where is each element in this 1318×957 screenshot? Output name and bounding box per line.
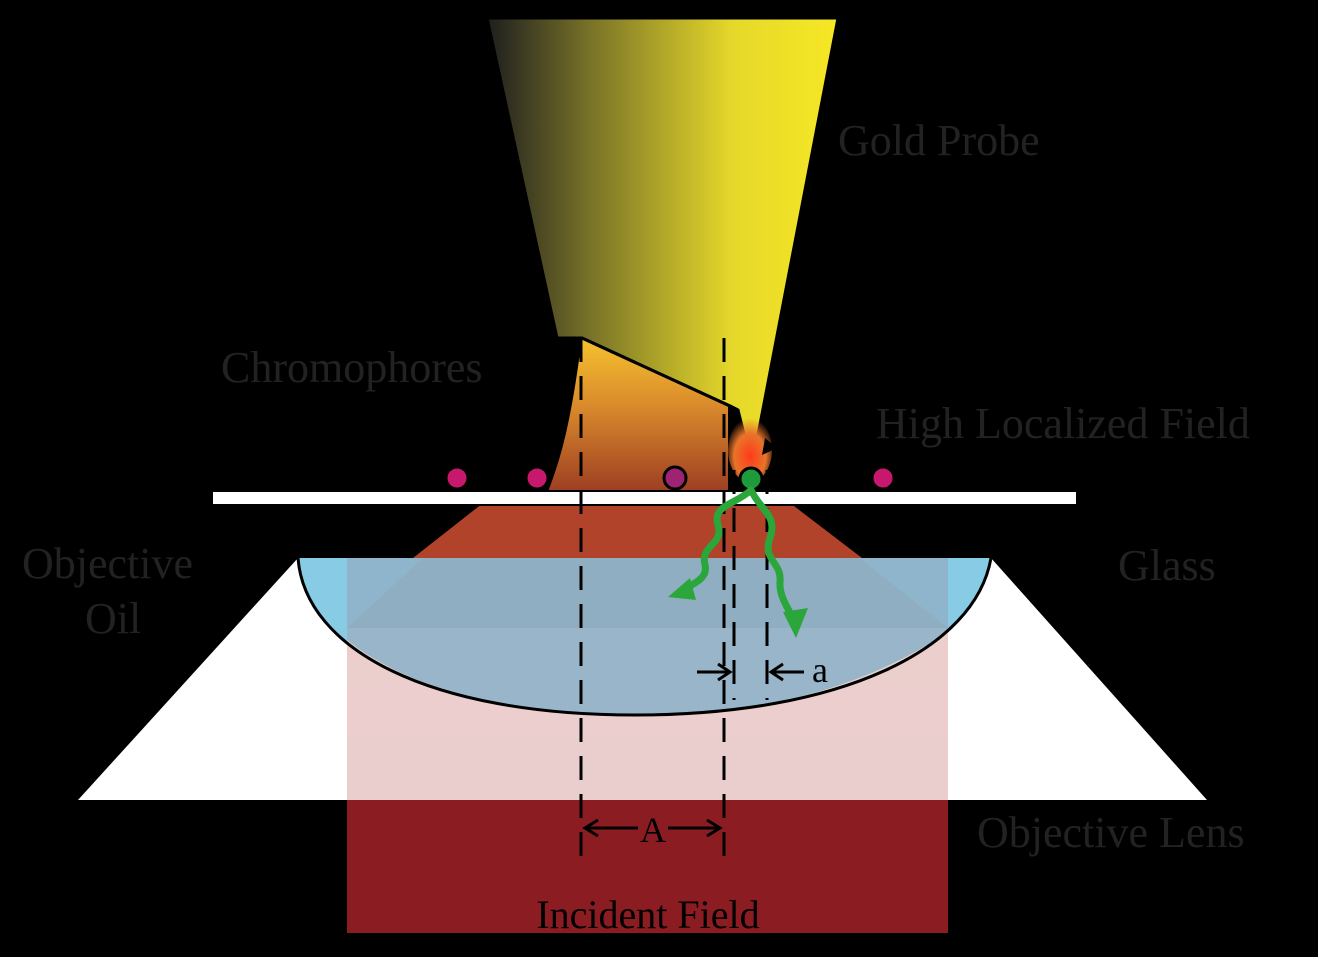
oil-meniscus-left	[254, 502, 300, 559]
chromophore	[444, 465, 470, 491]
chromophores	[444, 465, 896, 492]
beam-above-oil	[413, 503, 862, 558]
oil-overlay	[347, 558, 948, 715]
high-field-hotspot	[728, 418, 772, 482]
high-localized-field-label: High Localized Field	[876, 399, 1250, 448]
glass-slide	[211, 490, 1078, 506]
incident-field-beam	[347, 800, 948, 933]
dimension-a-large-label: A	[640, 810, 666, 850]
oil-pointer-head	[330, 520, 346, 535]
oil-meniscus-right	[989, 502, 1051, 559]
glass-label: Glass	[1118, 541, 1216, 590]
dimension-a-small-label: a	[812, 650, 828, 690]
objective-lens-label: Objective Lens	[977, 808, 1245, 857]
chromophore	[524, 465, 550, 491]
oil-droplet-outline	[296, 557, 993, 717]
probe-field-glow	[548, 338, 728, 492]
probe-edge-line	[581, 336, 739, 412]
dimension-a-large	[582, 818, 723, 838]
field-pointer-head	[762, 438, 777, 455]
glass-pointer-head	[1052, 508, 1067, 522]
emission-arrowhead-right	[783, 608, 808, 638]
chromophore-pointer-head	[508, 452, 526, 466]
gold-probe-label: Gold Probe	[838, 116, 1040, 165]
incident-field-label: Incident Field	[536, 892, 759, 937]
chromophores-label: Chromophores	[221, 343, 483, 392]
objective-oil-label-line2: Oil	[85, 594, 141, 643]
dimension-a-small	[697, 662, 804, 682]
chromophore	[662, 465, 688, 491]
emission-arrowhead-left	[668, 578, 696, 600]
emission-arrows	[679, 486, 800, 629]
objective-oil-label-line1: Objective	[22, 539, 193, 588]
chromophore	[870, 465, 896, 491]
